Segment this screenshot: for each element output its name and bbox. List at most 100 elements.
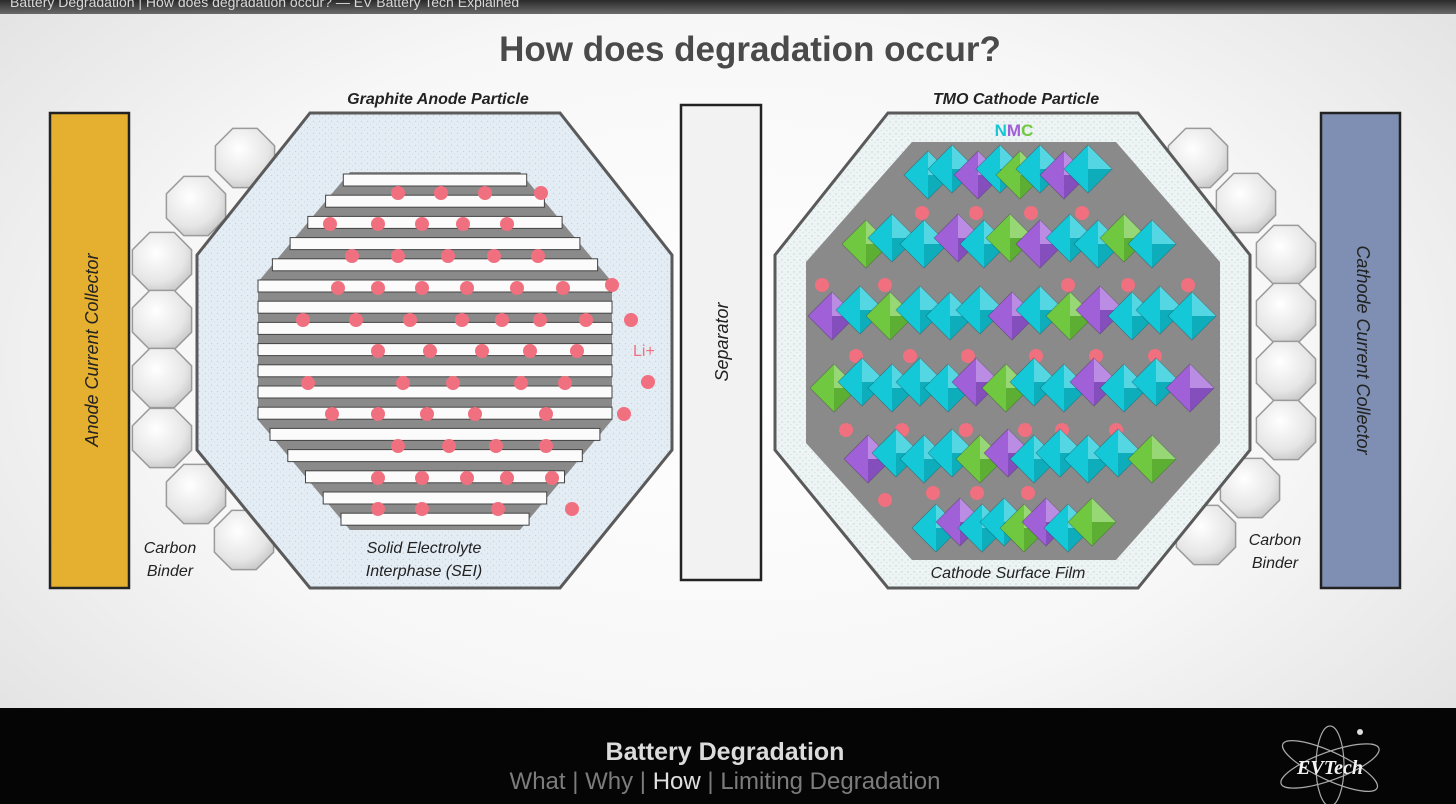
li-ion: [570, 344, 584, 358]
li-ion: [849, 349, 863, 363]
separator: [679, 103, 763, 582]
anode-collector-label: Anode Current Collector: [82, 252, 102, 447]
nmc-crystal-facet: [1118, 429, 1142, 453]
graphite-layer: [257, 321, 613, 335]
li-ion: [441, 249, 455, 263]
li-ion: [624, 313, 638, 327]
sei-label-2: Interphase (SEI): [366, 563, 483, 580]
nmc-crystal-facet: [1100, 286, 1124, 310]
nmc-crystal-shade: [1152, 244, 1176, 268]
right-binder-label-2: Binder: [1252, 555, 1299, 572]
li-ion: [415, 502, 429, 516]
li-ion: [510, 281, 524, 295]
nav-separator: |: [700, 768, 721, 795]
li-ion: [460, 281, 474, 295]
li-ion: [371, 502, 385, 516]
li-ion: [403, 313, 417, 327]
nmc-crystal-shade: [924, 244, 948, 268]
right-binder-label: Carbon: [1249, 532, 1302, 549]
video-title[interactable]: Battery Degradation | How does degradati…: [10, 0, 520, 10]
carbon-binder-particle: [1215, 172, 1277, 234]
li-ion: [1121, 278, 1135, 292]
graphite-layer: [325, 194, 545, 208]
nmc-label: NMC: [995, 121, 1034, 140]
li-ion: [420, 407, 434, 421]
carbon-binder-left: [131, 127, 276, 571]
li-ion: [331, 281, 345, 295]
li-ion: [1061, 278, 1075, 292]
li-ion: [475, 344, 489, 358]
li-ion: [460, 471, 474, 485]
li-ion: [323, 217, 337, 231]
nmc-crystal-facet: [892, 214, 916, 238]
li-ion: [391, 249, 405, 263]
footer-title: Battery Degradation: [605, 738, 845, 766]
li-ion: [396, 376, 410, 390]
li-ion: [903, 349, 917, 363]
li-ion: [558, 376, 572, 390]
footer-nav-item-why: Why: [585, 768, 634, 795]
li-ion: [349, 313, 363, 327]
nmc-letter-m: M: [1007, 121, 1021, 140]
li-ion: [1021, 486, 1035, 500]
nmc-letter-n: N: [995, 121, 1007, 140]
graphite-layer: [322, 491, 548, 505]
li-ion: [455, 313, 469, 327]
li-ion: [959, 423, 973, 437]
nmc-crystal-facet: [1152, 435, 1176, 459]
carbon-binder-particle: [131, 347, 193, 409]
li-ion: [533, 313, 547, 327]
carbon-binder-particle: [131, 407, 193, 469]
separator-label: Separator: [712, 301, 732, 381]
li-ion: [456, 217, 470, 231]
nmc-crystal-facet: [1156, 358, 1180, 382]
nmc-crystals: [807, 144, 1217, 553]
li-ion: [878, 493, 892, 507]
li-ion: [539, 439, 553, 453]
nmc-crystal-facet: [980, 286, 1004, 310]
tmo-cathode-particle: [773, 111, 1252, 590]
sei-label: Solid Electrolyte: [367, 540, 482, 557]
footer-nav: What | Why | How | Limiting Degradation: [0, 768, 1450, 796]
li-ion: [500, 471, 514, 485]
lithium-ions-cathode: [815, 206, 1195, 507]
nmc-crystal-shade: [1092, 522, 1116, 546]
li-ion: [579, 313, 593, 327]
li-ion: [478, 186, 492, 200]
li-ion: [371, 471, 385, 485]
li-ion: [391, 439, 405, 453]
li-ion: [641, 375, 655, 389]
li-ion: [415, 471, 429, 485]
li-ion: [415, 217, 429, 231]
graphite-layer: [257, 406, 613, 420]
li-ion: [391, 186, 405, 200]
graphite-anode-particle: [195, 111, 674, 590]
footer-nav-item-limiting-degradation: Limiting Degradation: [720, 768, 941, 795]
logo-text: EVTech: [1296, 757, 1363, 779]
nav-separator: |: [565, 768, 586, 795]
li-ion-label: Li+: [633, 343, 655, 360]
carbon-binder-particle: [1255, 340, 1317, 402]
nmc-letter-c: C: [1021, 121, 1033, 140]
li-ion: [296, 313, 310, 327]
carbon-binder-particle: [131, 231, 193, 293]
li-ion: [489, 439, 503, 453]
li-ion: [1075, 206, 1089, 220]
li-ion: [839, 423, 853, 437]
nmc-crystal-shade: [1152, 459, 1176, 483]
carbon-binder-particle: [165, 175, 227, 237]
nmc-crystal-shade: [1190, 388, 1214, 412]
li-ion: [446, 376, 460, 390]
li-ion: [371, 217, 385, 231]
li-ion: [371, 281, 385, 295]
li-ion: [491, 502, 505, 516]
left-binder-label-2: Binder: [147, 563, 194, 580]
li-ion: [531, 249, 545, 263]
li-ion: [961, 349, 975, 363]
li-ion: [523, 344, 537, 358]
li-ion: [487, 249, 501, 263]
cathode-film-label: Cathode Surface Film: [931, 565, 1086, 582]
nmc-crystal-facet: [1192, 292, 1216, 316]
li-ion: [926, 486, 940, 500]
